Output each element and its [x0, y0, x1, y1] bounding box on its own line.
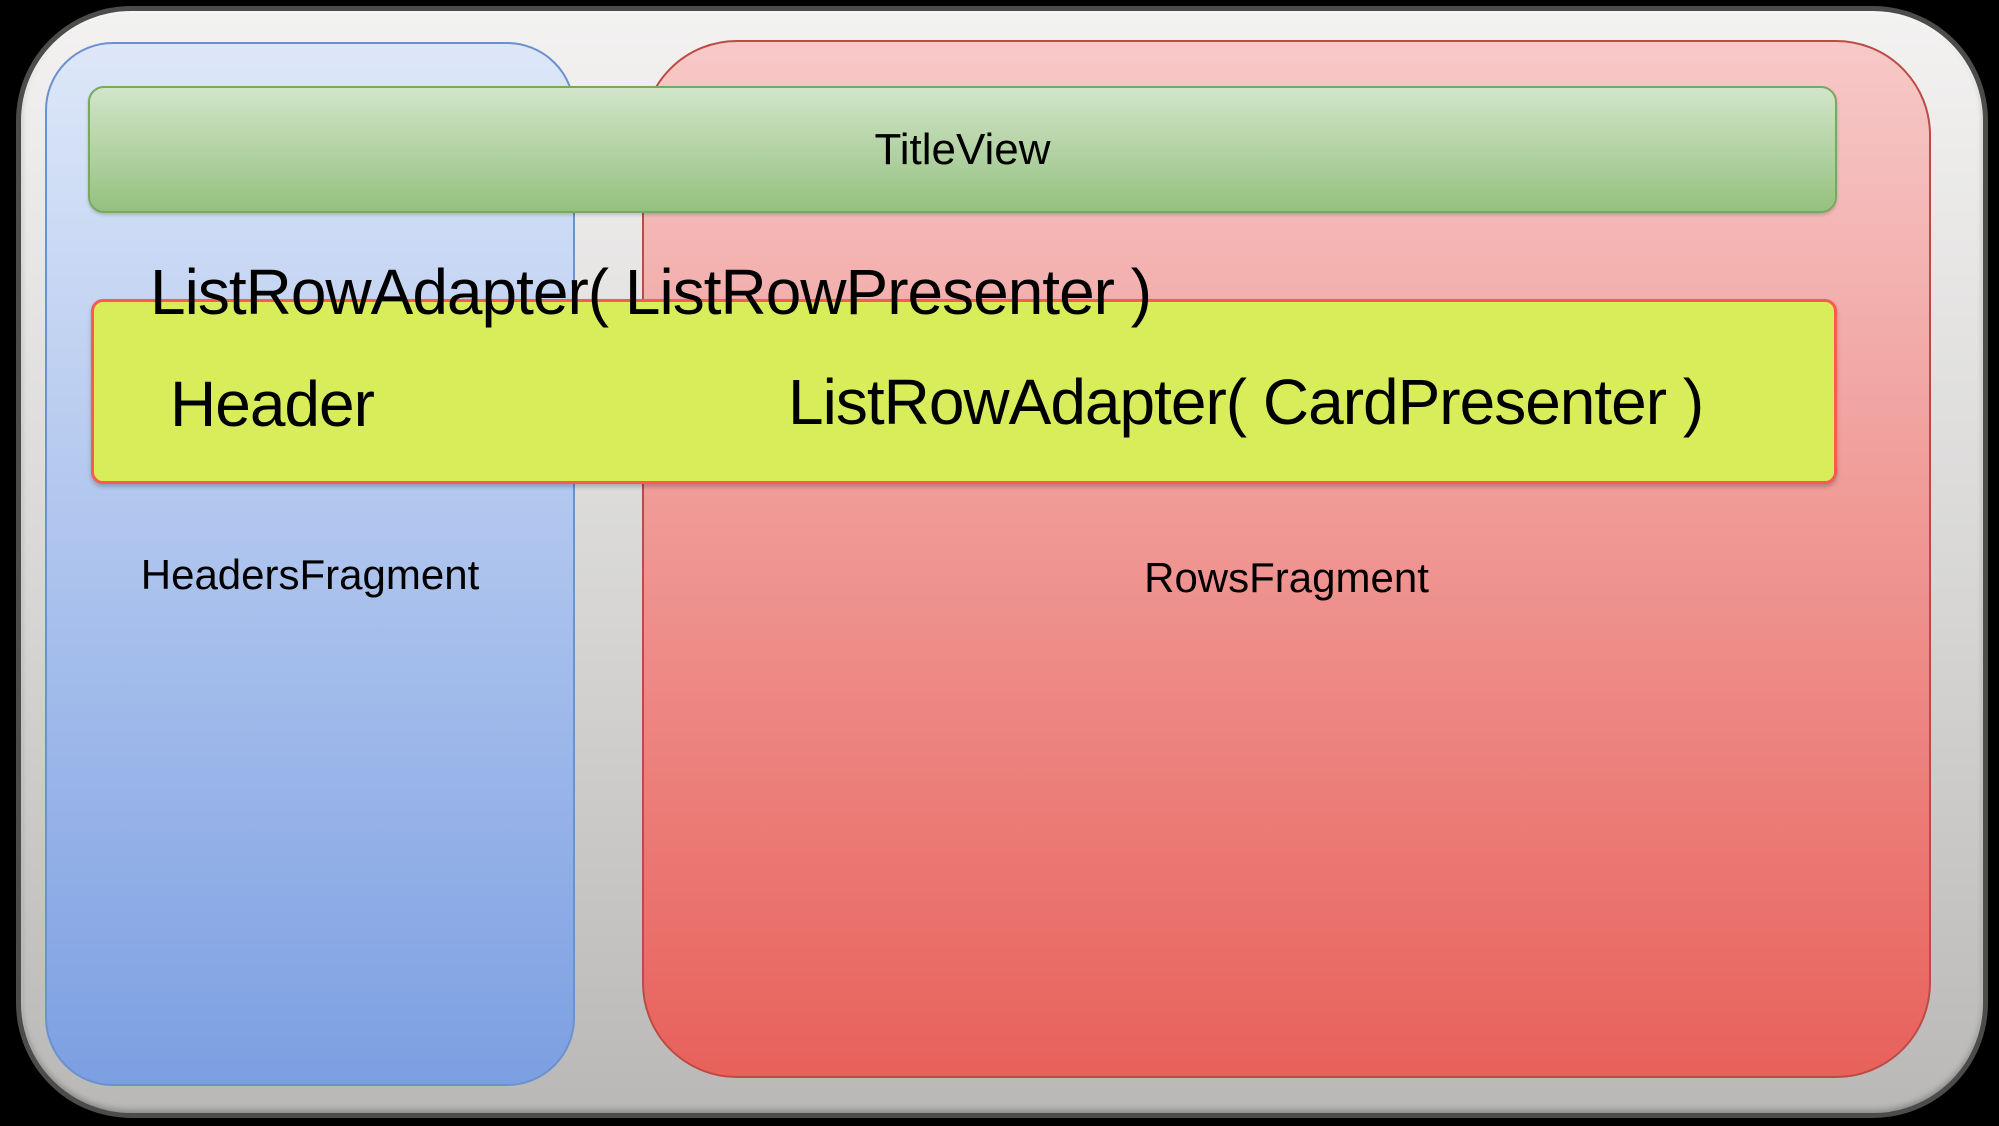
- rows-fragment-box: [642, 40, 1931, 1078]
- list-row-adapter-presenter-label: ListRowAdapter( ListRowPresenter ): [150, 256, 1152, 328]
- headers-fragment-box: [45, 42, 575, 1086]
- list-row-adapter-card-presenter-label: ListRowAdapter( CardPresenter ): [788, 366, 1704, 438]
- header-label: Header: [170, 368, 375, 440]
- headers-fragment-label: HeadersFragment: [140, 551, 480, 598]
- title-view-bar: TitleView: [88, 86, 1837, 213]
- rows-fragment-label: RowsFragment: [1144, 554, 1429, 601]
- list-row-bar: [91, 299, 1837, 484]
- title-view-label: TitleView: [874, 124, 1051, 174]
